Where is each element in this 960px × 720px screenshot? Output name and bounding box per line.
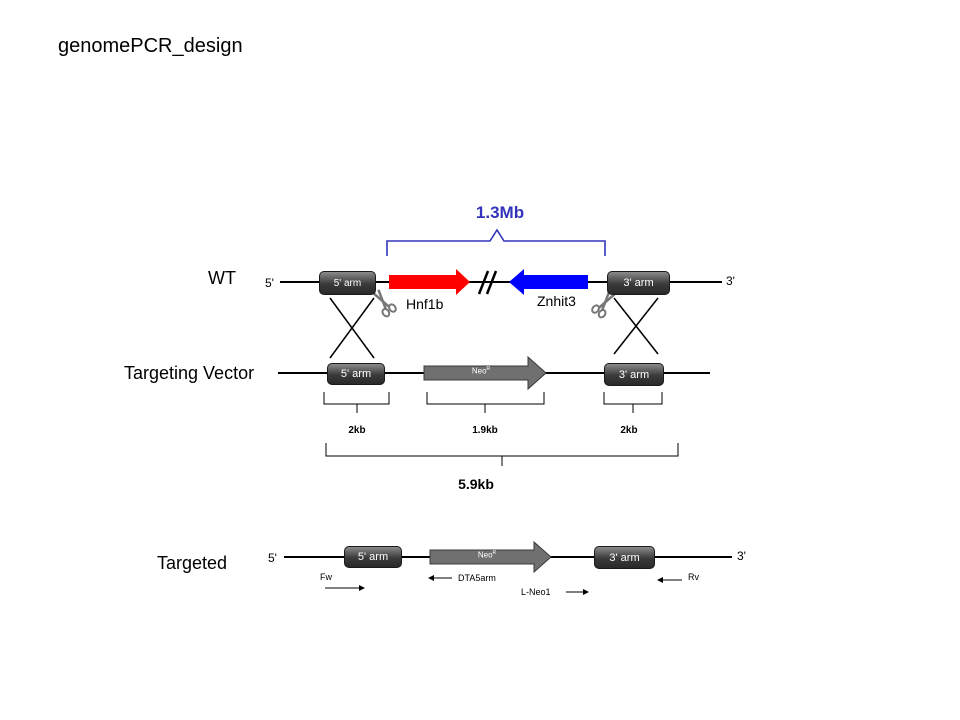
vector-neo-arrow [423,355,547,391]
bracket-arm3 [603,392,663,413]
scissors-icon-left [372,289,397,318]
targeted-neo-label: NeoR [462,550,512,560]
primer-dta-arrow [428,575,452,581]
targeted-neo-text: Neo [477,550,493,560]
targeted-neo-arrow [429,540,552,574]
gene-hnf1b-label: Hnf1b [406,296,444,312]
len-neo: 1.9kb [472,425,498,436]
targeted-arm5-box: 5' arm [344,546,402,568]
vector-arm3-box: 3' arm [604,363,664,386]
primer-dta-label: DTA5arm [458,573,496,583]
hnf1b-arrow [389,269,470,295]
targeted-arm3-box: 3' arm [594,546,655,569]
page-title: genomePCR_design [58,35,243,57]
vector-arm5-box: 5' arm [327,363,385,385]
len-arm5: 2kb [348,425,366,436]
bracket-total [325,443,679,466]
len-total: 5.9kb [458,476,494,492]
primer-fw-label: Fw [320,572,332,582]
primer-rv-arrow [657,577,682,583]
wt-arm3-box: 3' arm [607,271,670,295]
znhit3-arrow [509,269,588,295]
crossover-left-b [329,297,375,359]
targeted-end-3: 3' [737,549,746,563]
span-label: 1.3Mb [475,203,525,222]
primer-fw-arrow [325,585,365,591]
wt-end-3: 3' [726,274,735,288]
len-arm3: 2kb [620,425,638,436]
primer-rv-label: Rv [688,572,699,582]
vector-neo-sup: R [486,366,491,372]
vector-label: Targeting Vector [124,363,255,383]
targeted-end-5: 5' [268,551,277,565]
break-mark-2 [485,270,498,295]
bracket-arm5 [323,392,390,413]
targeted-neo-sup: R [492,550,497,556]
wt-end-5: 5' [265,276,274,290]
break-mark-1 [477,270,490,295]
vector-neo-label: NeoR [456,366,506,376]
crossover-right-b [613,297,659,355]
primer-lneo-arrow [566,589,589,595]
wt-label: WT [208,268,236,288]
bracket-neo [426,392,545,413]
targeted-label: Targeted [157,553,228,573]
span-bracket [386,228,606,256]
primer-lneo-label: L-Neo1 [521,587,551,597]
gene-znhit3-label: Znhit3 [537,293,576,309]
wt-arm5-box: 5' arm [319,271,376,295]
vector-neo-text: Neo [471,366,487,376]
